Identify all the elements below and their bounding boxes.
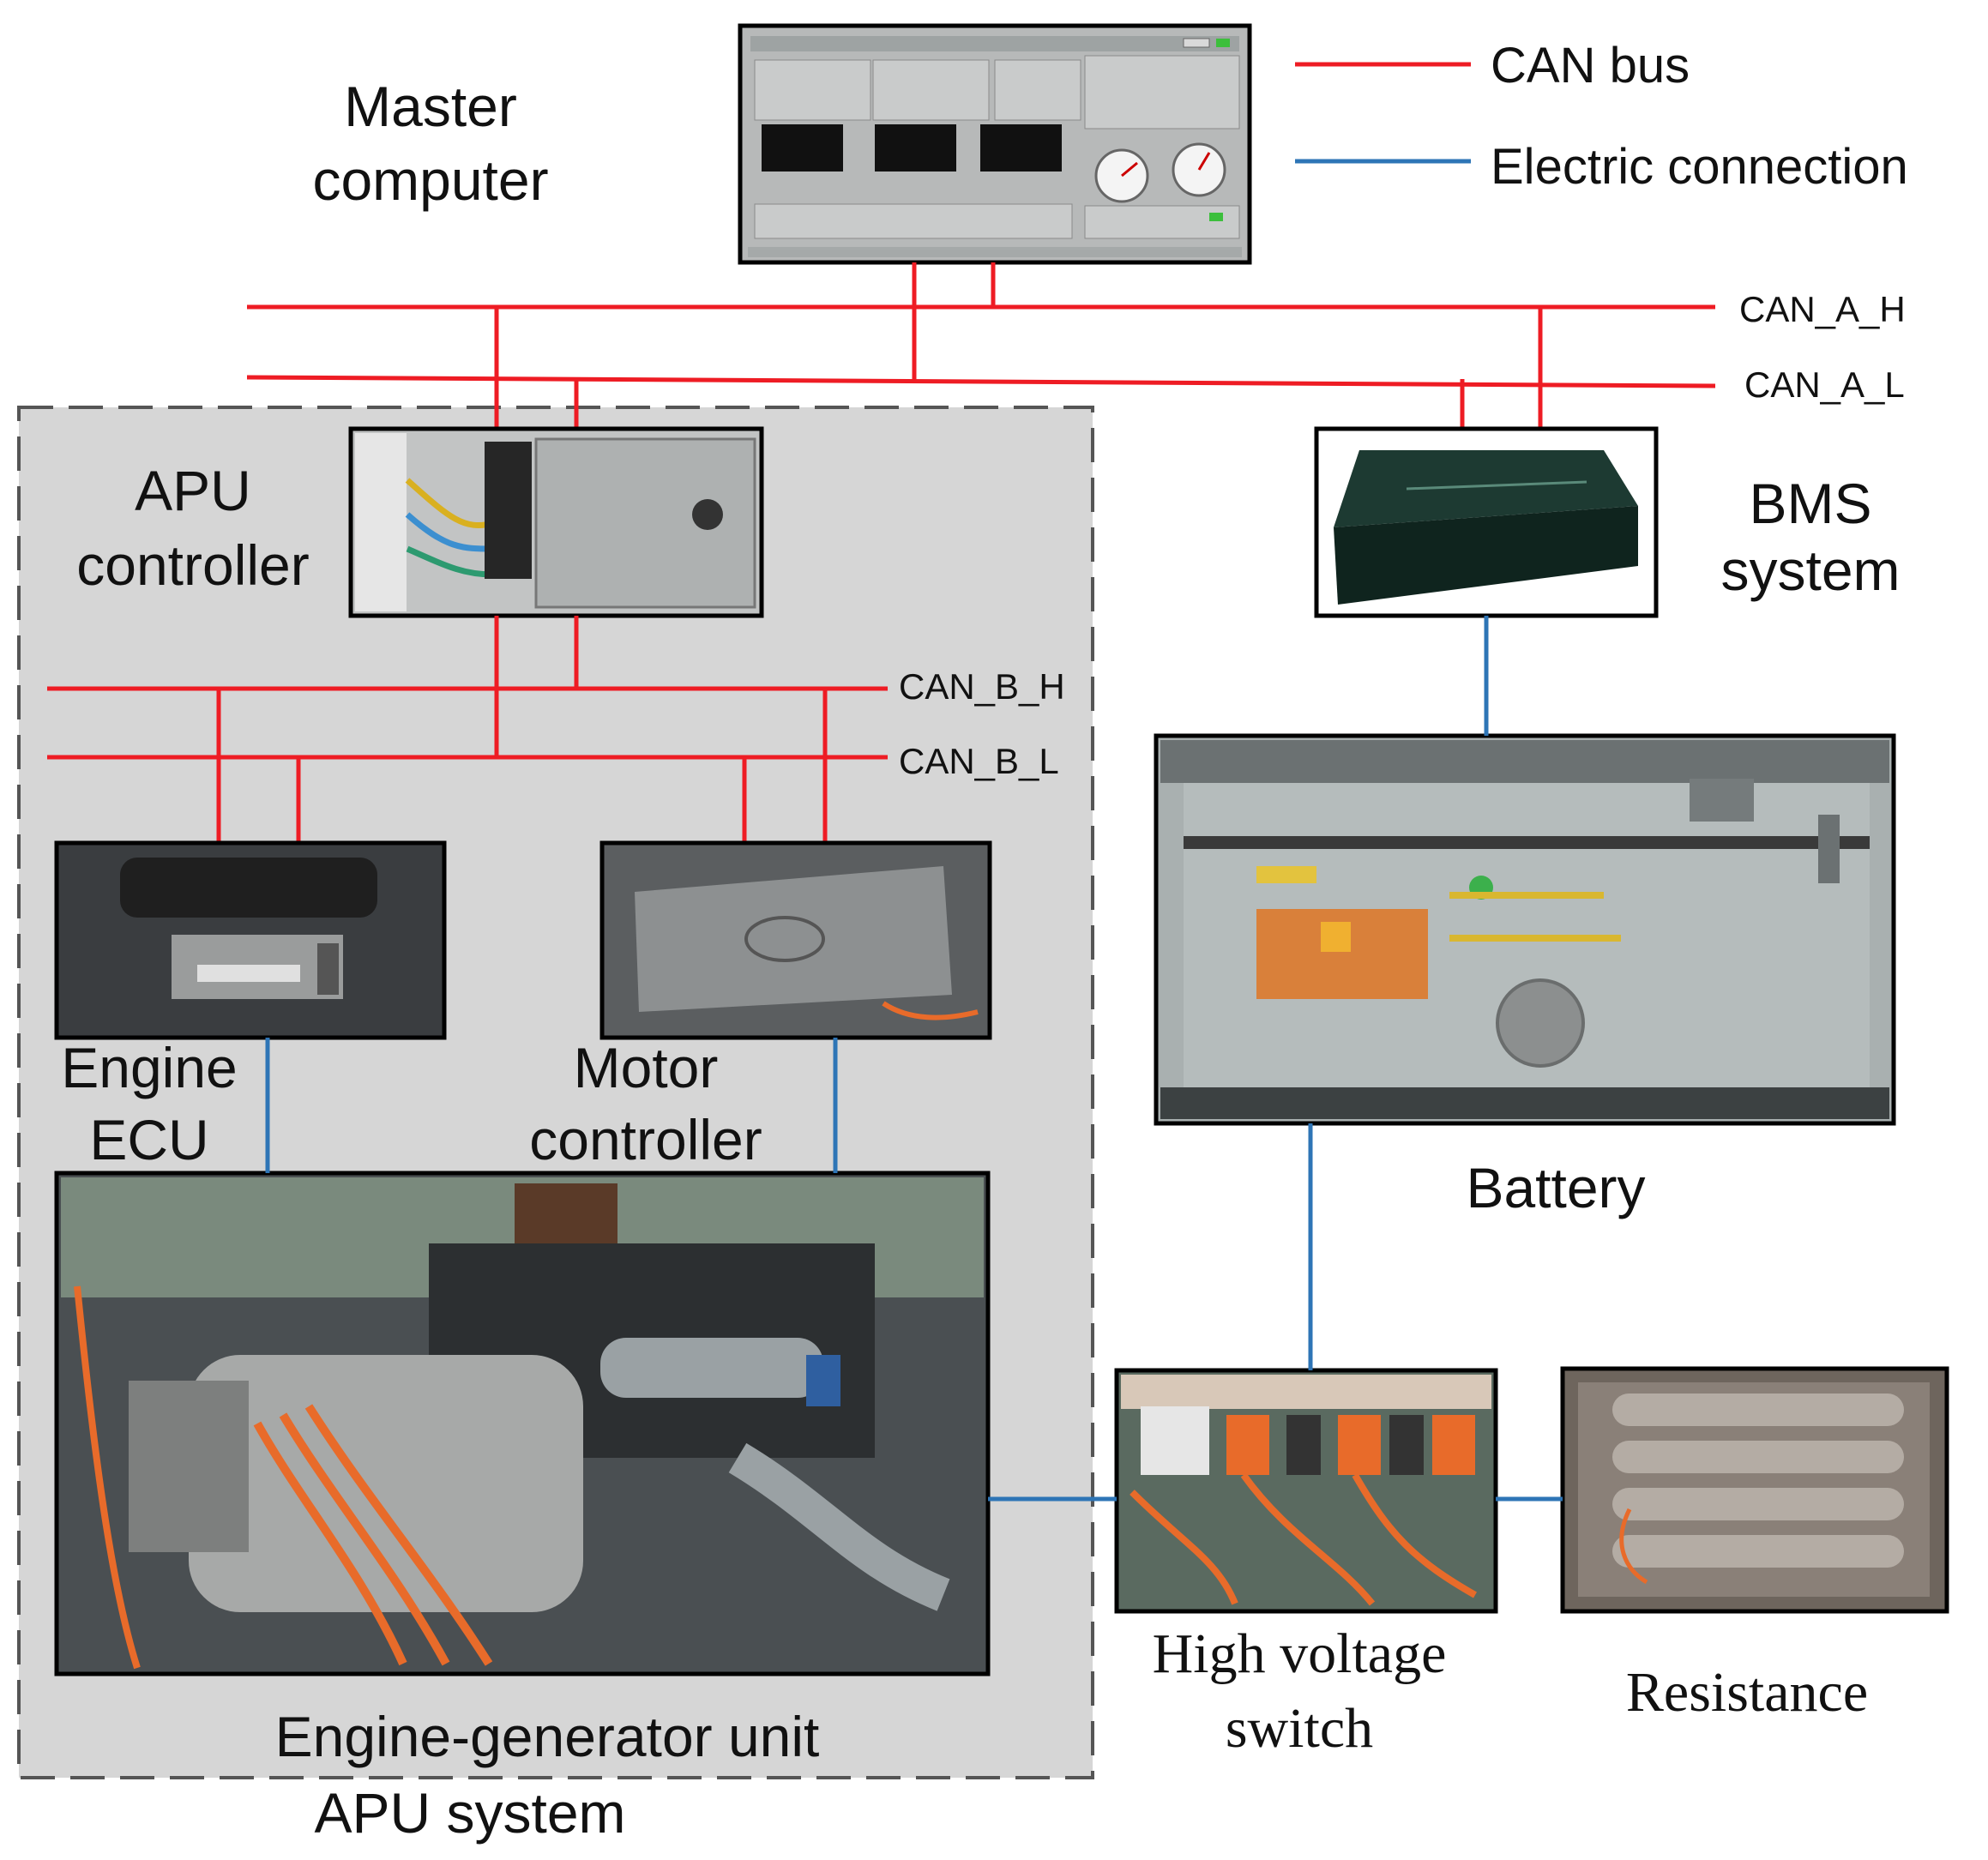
bms-label-2: system (1720, 539, 1900, 602)
can-a-l-label: CAN_A_L (1744, 364, 1905, 405)
engine-ecu-label-1: Engine (61, 1036, 238, 1099)
can-b-l-label: CAN_B_L (899, 741, 1059, 781)
bms-label-1: BMS (1749, 472, 1871, 535)
bms-image (1314, 426, 1659, 618)
legend-can-bus-label: CAN bus (1491, 38, 1690, 93)
apu-controller-label-1: APU (135, 459, 251, 522)
apu-controller-label-2: controller (76, 533, 309, 597)
battery-label: Battery (1466, 1156, 1645, 1219)
resistance-image (1560, 1366, 1949, 1614)
high-voltage-switch-label-1: High voltage (1153, 1622, 1447, 1685)
can-b-bus (47, 616, 888, 843)
motor-controller-image (599, 840, 992, 1040)
apu-system-label: APU system (314, 1781, 625, 1845)
engine-generator-image (54, 1171, 991, 1676)
master-computer-label-1: Master (344, 75, 517, 138)
engine-generator-label: Engine-generator unit (275, 1705, 820, 1768)
engine-ecu-label-2: ECU (89, 1108, 208, 1171)
motor-controller-label-1: Motor (574, 1036, 719, 1099)
high-voltage-switch-label-2: switch (1226, 1697, 1373, 1760)
motor-controller-label-2: controller (529, 1108, 762, 1171)
master-computer-image (738, 23, 1252, 265)
can-a-bus (246, 262, 1716, 429)
electric-connections (265, 616, 1563, 1502)
can-a-h-label: CAN_A_H (1739, 289, 1906, 329)
resistance-label: Resistance (1626, 1661, 1868, 1724)
legend-electric-label: Electric connection (1491, 139, 1908, 195)
apu-controller-image (348, 426, 764, 618)
master-computer-label-2: computer (312, 148, 548, 212)
legend: CAN bus Electric connection (1295, 38, 1908, 195)
battery-image (1154, 733, 1896, 1126)
high-voltage-switch-image (1114, 1368, 1498, 1614)
can-b-h-label: CAN_B_H (899, 666, 1065, 707)
engine-ecu-image (54, 840, 447, 1040)
